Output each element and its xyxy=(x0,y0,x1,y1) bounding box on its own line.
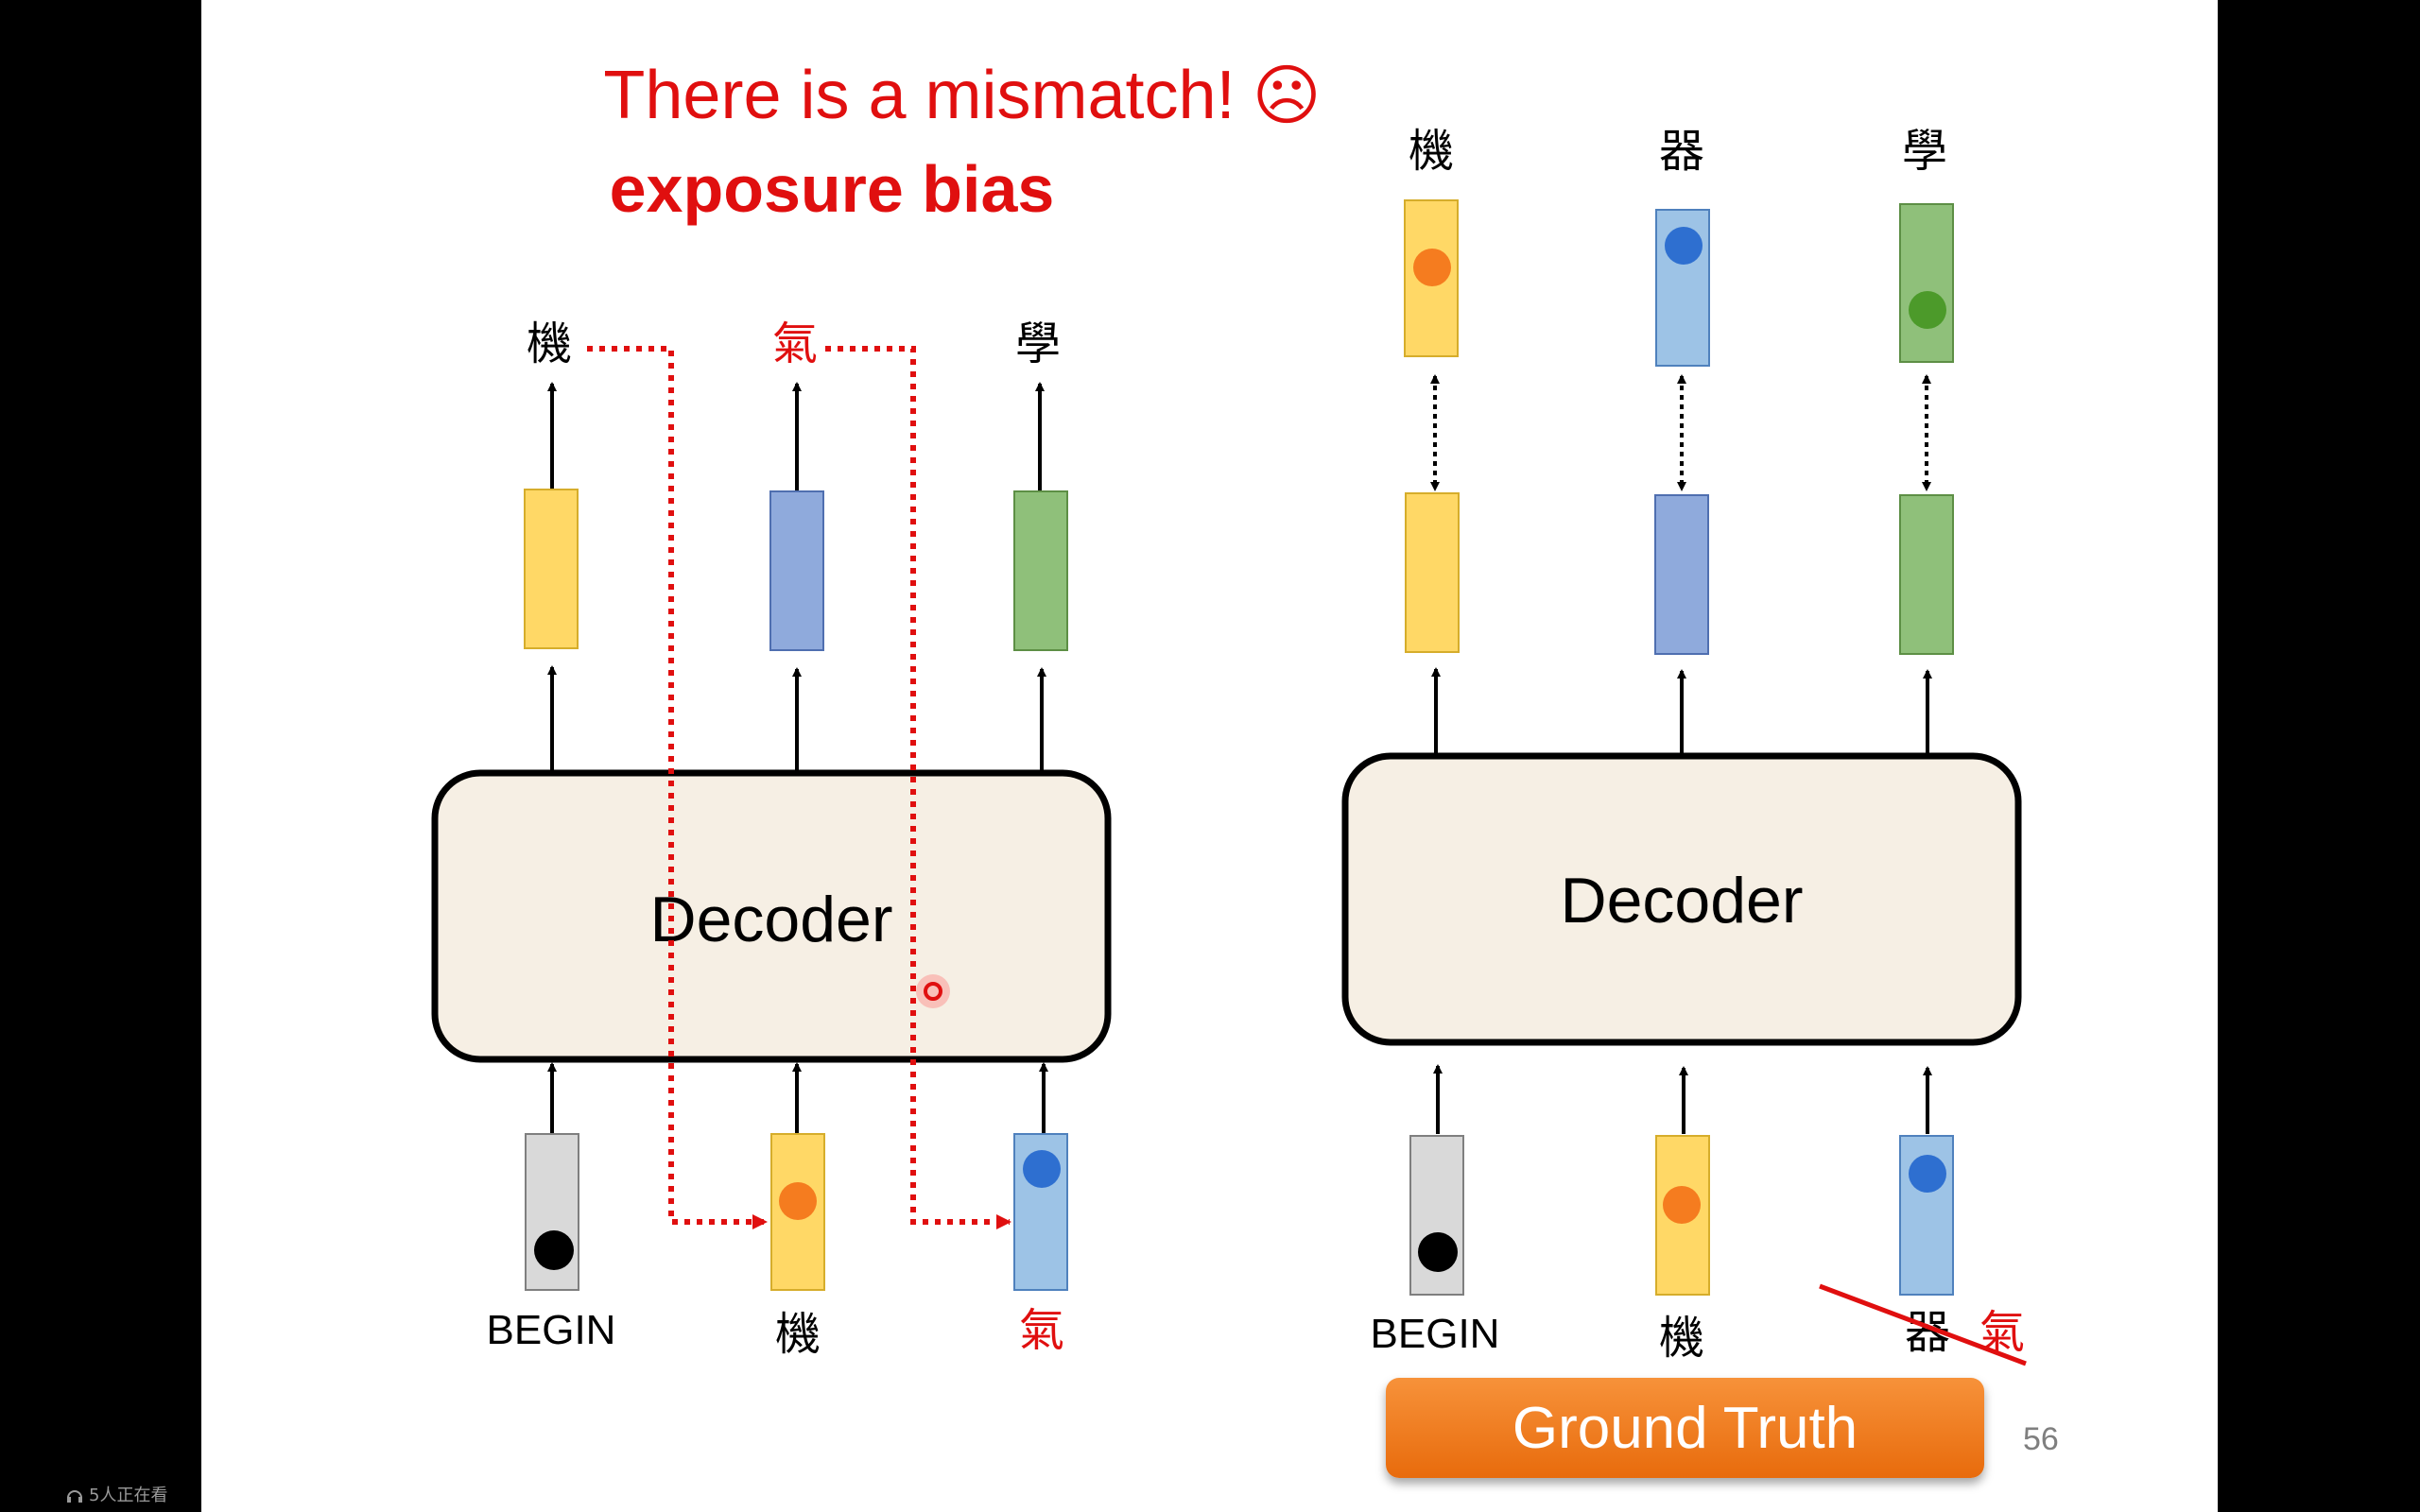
right-output-label-1: 機 xyxy=(1409,125,1454,178)
left-input-label-1: BEGIN xyxy=(487,1307,616,1353)
feedback-path-2 xyxy=(825,346,1011,1229)
right-input-dot-black xyxy=(1418,1232,1458,1272)
left-decoder-label: Decoder xyxy=(649,884,892,955)
right-output-label-2: 器 xyxy=(1659,125,1704,178)
right-output-label-3: 學 xyxy=(1902,125,1947,178)
left-output-box-yellow xyxy=(524,489,579,649)
right-decoder-block xyxy=(1341,752,2022,1046)
feedback-path-1 xyxy=(587,346,768,1229)
viewer-count: 5人正在看 xyxy=(66,1482,167,1506)
left-output-box-green xyxy=(1013,490,1068,651)
left-panel: 機 氣 學 Decoder xyxy=(431,318,1112,1361)
right-input-dot-orange xyxy=(1663,1186,1701,1224)
left-output-label-1: 機 xyxy=(527,318,572,370)
right-output-box-yellow xyxy=(1405,492,1460,653)
left-input-label-3: 氣 xyxy=(1019,1304,1064,1357)
decoder-diagram: 機 氣 學 Decoder xyxy=(431,125,2027,1366)
left-input-dot-orange xyxy=(779,1182,817,1220)
right-input-label-1: BEGIN xyxy=(1371,1311,1500,1357)
right-panel: 機 器 學 Decoder xyxy=(1341,125,2027,1366)
laser-pointer xyxy=(924,982,942,1001)
right-decoder-label: Decoder xyxy=(1560,865,1803,936)
right-input-label-2: 機 xyxy=(1659,1312,1704,1365)
slide: There is a mismatch!☹ exposure bias 機 氣 … xyxy=(201,0,2218,1512)
left-input-dot-blue xyxy=(1023,1150,1061,1188)
page-number: 56 xyxy=(2023,1421,2059,1457)
right-gt-dot-blue xyxy=(1665,227,1703,265)
title-exposure-bias: exposure bias xyxy=(609,152,1055,226)
strikethrough-line xyxy=(1819,1283,2027,1366)
right-gt-box-green xyxy=(1899,203,1954,363)
right-input-dot-blue xyxy=(1909,1155,1946,1193)
frown-face-icon: ☹ xyxy=(1252,57,1322,134)
headset-icon xyxy=(67,1490,82,1503)
left-input-label-2: 機 xyxy=(775,1308,821,1361)
right-output-box-blue xyxy=(1654,494,1709,655)
left-output-label-2: 氣 xyxy=(772,318,818,370)
right-gt-dot-orange xyxy=(1413,249,1451,286)
viewer-count-text: 5人正在看 xyxy=(89,1486,168,1505)
title-text: There is a mismatch! xyxy=(603,58,1236,133)
ground-truth-button[interactable]: Ground Truth xyxy=(1386,1378,1984,1478)
left-input-dot-black xyxy=(534,1230,574,1270)
laser-pointer-glow xyxy=(916,974,950,1008)
right-gt-dot-green xyxy=(1909,291,1946,329)
right-output-box-green xyxy=(1899,494,1954,655)
left-output-box-blue xyxy=(769,490,824,651)
left-output-label-3: 學 xyxy=(1015,318,1061,370)
title-mismatch: There is a mismatch!☹ xyxy=(201,57,1723,134)
